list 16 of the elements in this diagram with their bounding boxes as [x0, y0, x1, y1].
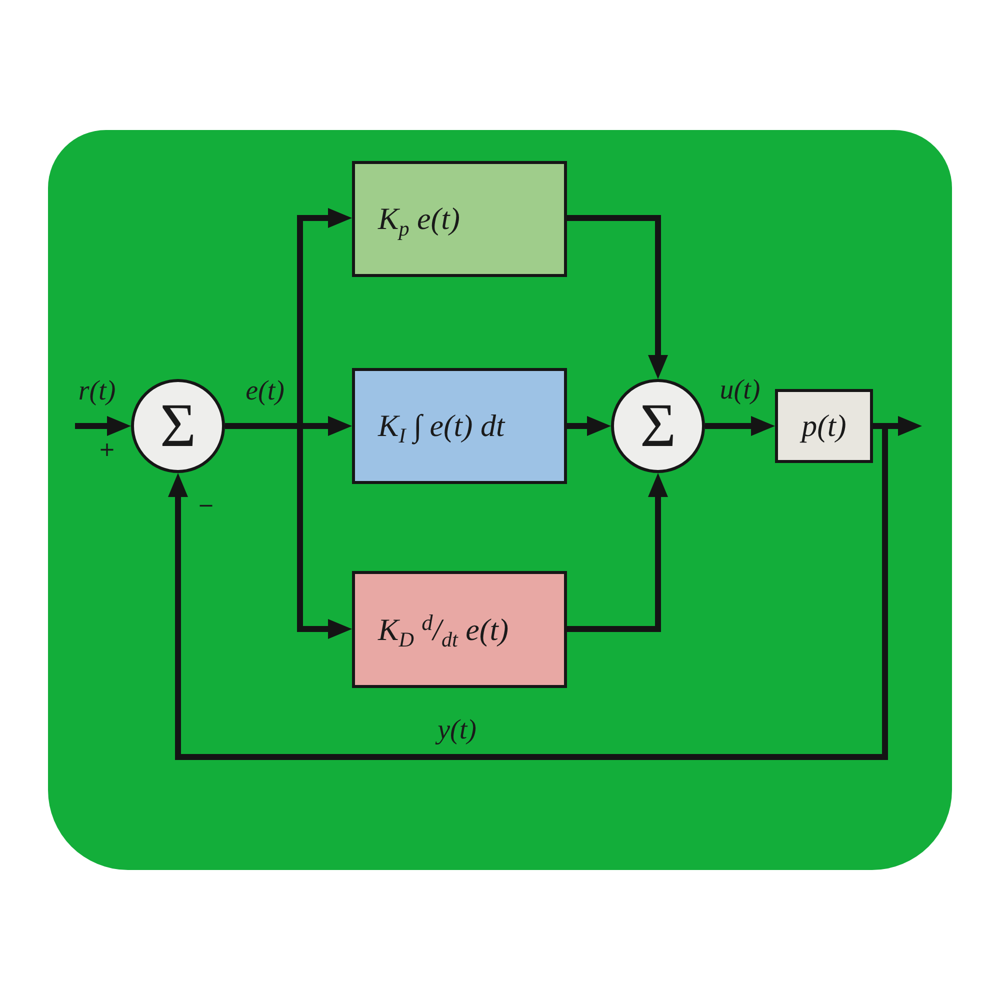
block-label: p(t) [802, 408, 846, 444]
gain-block [352, 368, 567, 484]
gain-block [352, 571, 567, 688]
sign-label: − [198, 495, 214, 515]
block-label: K$_{I}$ ∫ e(t) dt [378, 408, 505, 444]
block-label: K$_{D}$ $^{d}$/$_{dt}$ e(t) [378, 612, 509, 648]
plant-block [775, 389, 873, 463]
sign-label: + [98, 439, 116, 459]
arrow [75, 416, 131, 436]
sum-symbol: Σ [640, 395, 676, 457]
gain-block [352, 161, 567, 277]
arrow [705, 416, 775, 436]
arrow [567, 215, 668, 379]
sum-symbol: Σ [160, 395, 196, 457]
arrow [567, 473, 668, 632]
arrow [567, 416, 611, 436]
